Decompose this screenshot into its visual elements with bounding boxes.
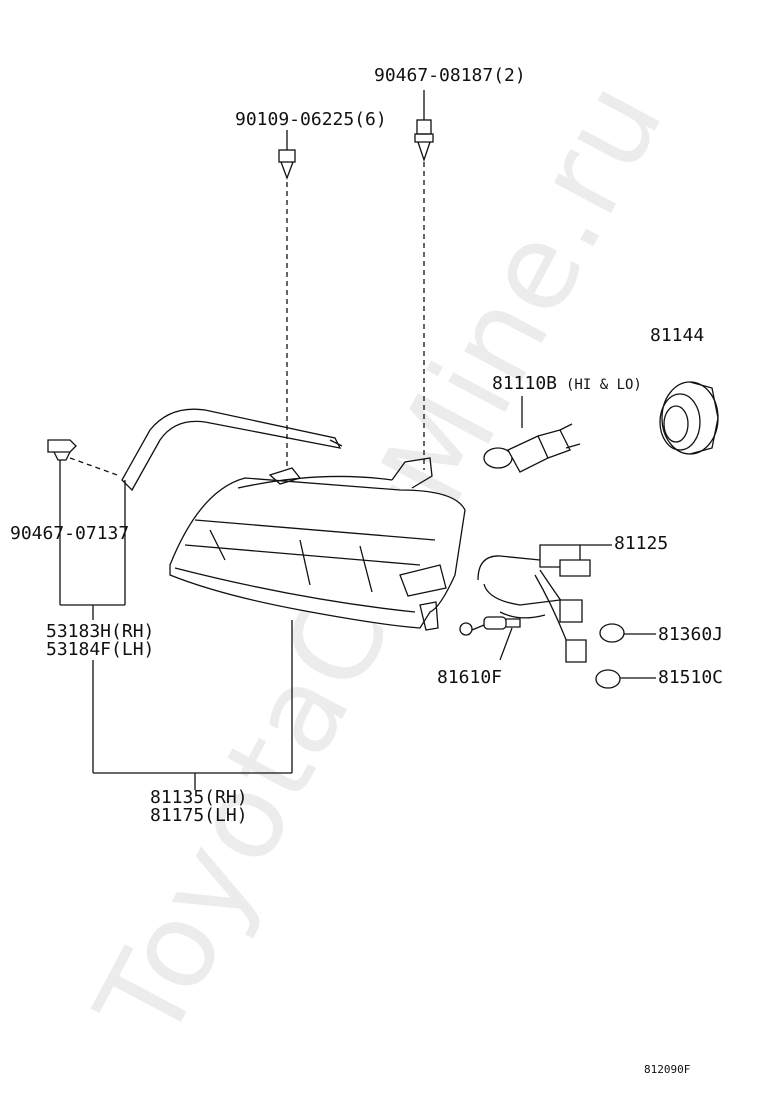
label-clip-left: 90467-07137 bbox=[10, 523, 130, 544]
label-bulb-side: 81610F bbox=[437, 667, 503, 688]
label-bulb-main-note: (HI & LO) bbox=[566, 377, 642, 393]
label-assembly-rh: 81135(RH) bbox=[150, 787, 248, 808]
small-bulb-a-icon bbox=[599, 623, 656, 643]
diagram-code: 812090F bbox=[644, 1063, 691, 1076]
label-bracket-rh: 53183H(RH) bbox=[46, 621, 155, 642]
clip-icon bbox=[47, 439, 121, 477]
label-wire-harness: 81125 bbox=[614, 533, 669, 554]
small-bulb-b-icon bbox=[595, 669, 656, 689]
bolt-icon bbox=[278, 130, 296, 470]
bracket-strip-icon bbox=[121, 408, 343, 492]
bulb-icon bbox=[483, 396, 581, 473]
leader-lines bbox=[59, 460, 513, 790]
headlamp-housing-icon bbox=[169, 457, 466, 631]
small-bulb-icon bbox=[459, 616, 521, 636]
label-bolt-top: 90109-06225(6) bbox=[235, 109, 387, 130]
screw-icon bbox=[414, 90, 434, 470]
label-bulb-small-a: 81360J bbox=[658, 624, 724, 645]
label-bracket-lh: 53184F(LH) bbox=[46, 639, 155, 660]
label-screw-top: 90467-08187(2) bbox=[374, 65, 526, 86]
label-socket: 81144 bbox=[650, 325, 705, 346]
label-bulb-main: 81110B bbox=[492, 373, 558, 394]
label-bulb-small-b: 81510C bbox=[658, 667, 724, 688]
wire-harness-icon bbox=[477, 544, 612, 663]
label-assembly-lh: 81175(LH) bbox=[150, 805, 248, 826]
socket-icon bbox=[659, 381, 719, 455]
